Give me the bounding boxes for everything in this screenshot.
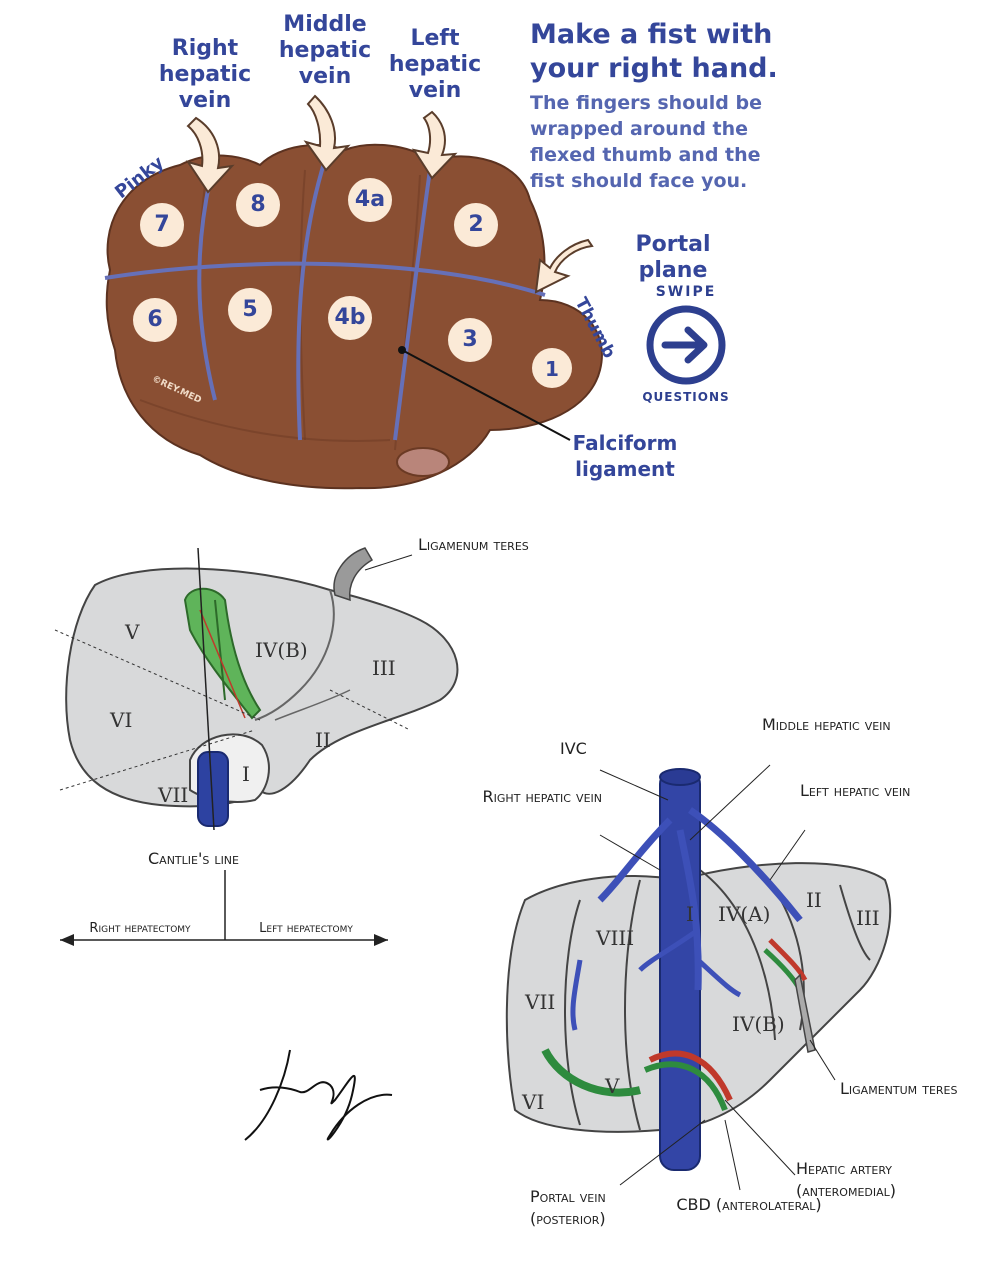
segment-1-circle xyxy=(532,348,572,388)
right-hepatic-vein-label-2: Right hepatic vein xyxy=(482,787,602,806)
right-hepatic-vein-label: Right hepatic vein xyxy=(158,36,252,113)
right-hepatic-vein-line xyxy=(197,179,217,401)
portal-vein-label: Portal vein (posterior) xyxy=(530,1187,606,1228)
segment-1-label: 1 xyxy=(545,357,559,381)
anterior-liver xyxy=(54,547,459,946)
segment-4b-circle xyxy=(328,296,372,340)
segment-VI-label: VI xyxy=(110,708,133,732)
hepatic-artery-label: Hepatic artery (anteromedial) xyxy=(796,1159,897,1200)
portal-plane-label: Portal plane xyxy=(635,232,711,283)
segment-4b-label: 4b xyxy=(334,305,366,330)
segment-6-circle xyxy=(133,298,177,342)
hand-instructions: The fingers should be wrapped around the… xyxy=(530,92,763,192)
signature xyxy=(244,1049,393,1141)
questions-label: QUESTIONS xyxy=(642,390,730,404)
segment-3-circle xyxy=(448,318,492,362)
falciform-ligament-label: Falciform ligament xyxy=(572,431,678,481)
segment-I-post-label: I xyxy=(686,902,694,926)
arrow-icon xyxy=(185,94,594,294)
segment-VII-label: VII xyxy=(158,783,189,807)
segment-7-circle xyxy=(140,203,184,247)
segment-IVB-label: IV(B) xyxy=(255,638,308,662)
segment-I-label: I xyxy=(242,762,250,786)
segment-8-label: 8 xyxy=(250,192,266,217)
ligamentum-teres-top-label: Ligamenum teres xyxy=(418,535,529,554)
segment-4a-circle xyxy=(348,178,392,222)
segment-VI-post-label: VI xyxy=(522,1090,545,1114)
thumbnail xyxy=(396,447,450,477)
posterior-liver xyxy=(505,764,892,1191)
segment-5-circle xyxy=(228,288,272,332)
ivc-label: IVC xyxy=(560,739,587,758)
segment-VIII-post-label: VIII xyxy=(596,926,635,950)
portal-plane-line xyxy=(104,261,546,297)
segment-5-label: 5 xyxy=(242,297,258,322)
ligamentum-teres-label-2: Ligamentum teres xyxy=(840,1079,958,1098)
cantlies-line-label: Cantlie's line xyxy=(148,849,239,868)
middle-hepatic-vein-label: Middle hepatic vein xyxy=(278,12,372,89)
cantlie-line xyxy=(197,547,215,831)
segment-II-label: II xyxy=(315,728,331,752)
segment-III-post-label: III xyxy=(856,906,880,930)
cbd-label: CBD (anterolateral) xyxy=(676,1195,822,1214)
segment-IVB-post-label: IV(B) xyxy=(732,1012,785,1036)
segment-circles xyxy=(133,178,572,388)
segment-VII-post-label: VII xyxy=(525,990,556,1014)
middle-hepatic-vein-label-2: Middle hepatic vein xyxy=(762,715,891,734)
segment-3-label: 3 xyxy=(462,327,478,352)
segment-IVA-post-label: IV(A) xyxy=(718,902,771,926)
segment-V-label: V xyxy=(125,620,140,644)
segment-II-post-label: II xyxy=(806,888,822,912)
middle-hepatic-vein-line xyxy=(296,159,327,441)
segment-8-circle xyxy=(236,183,280,227)
left-hepatic-vein-label-2: Left hepatic vein xyxy=(800,781,911,800)
segment-2-circle xyxy=(454,203,498,247)
left-hepatectomy-label: Left hepatectomy xyxy=(259,921,353,936)
segment-6-label: 6 xyxy=(147,307,163,332)
segment-7-label: 7 xyxy=(154,212,170,237)
segment-V-post-label: V xyxy=(605,1074,620,1098)
swipe-label: SWIPE xyxy=(655,284,717,300)
hand-title: Make a fist with your right hand. xyxy=(530,19,778,84)
left-hepatic-vein-label: Left hepatic vein xyxy=(388,26,482,103)
segment-III-label: III xyxy=(372,656,396,680)
right-hepatectomy-label: Right hepatectomy xyxy=(89,921,191,936)
left-hepatic-vein-line xyxy=(393,169,432,441)
segment-4a-label: 4a xyxy=(354,187,386,212)
segment-2-label: 2 xyxy=(468,212,484,237)
